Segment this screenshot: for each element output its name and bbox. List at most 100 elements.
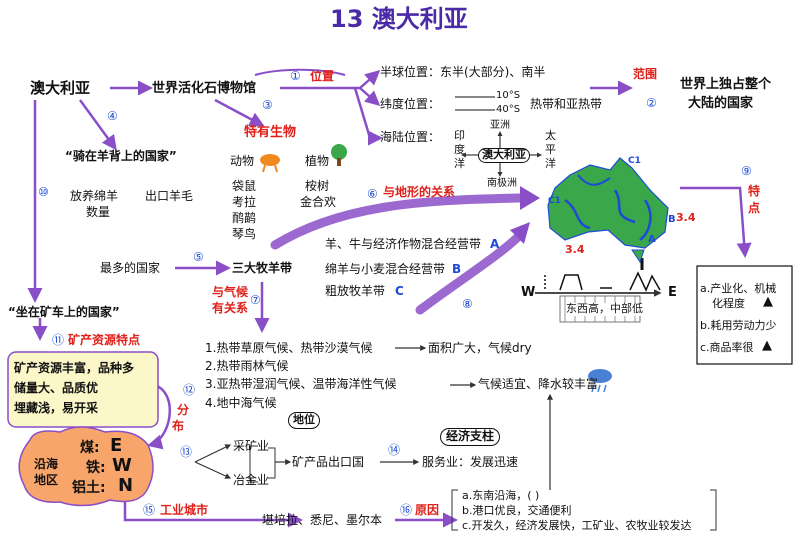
mineral-bauxite: 铝土: (72, 480, 106, 496)
mineral-coal-tag: E (110, 435, 123, 456)
map-center: 澳大利亚 (478, 148, 530, 163)
map-label-34-right: 3.4 (676, 211, 696, 224)
node-special-species: 特有生物 (244, 125, 297, 140)
label-distribution-2: 布 (172, 419, 185, 433)
mineral-iron: 铁: (86, 460, 106, 476)
reason-c: c.开发久，经济发展快，工矿业、农牧业较发达 (462, 519, 692, 532)
label-climate-relation-1: 与气候 (212, 285, 249, 299)
climate-3-result: 气候适宜、降水较丰富 (478, 377, 599, 391)
circled-9: ⑨ (741, 164, 752, 178)
tree-icon (331, 144, 347, 166)
map-label-c1: C1 (628, 156, 641, 166)
species-eucalyptus: 桉树 (305, 179, 330, 193)
climate-1-result: 面积广大，气候dry (428, 341, 532, 355)
node-quantity: 数量 (86, 205, 111, 219)
species-kangaroo: 袋鼠 (232, 179, 257, 193)
circled-8: ⑧ (462, 297, 473, 311)
arrow-museum-latitude (359, 87, 381, 106)
node-mineral-export: 矿产品出口国 (292, 455, 365, 469)
circled-14: ⑭ (388, 443, 401, 457)
profile-caption: 东西高，中部低 (566, 302, 643, 316)
circled-3: ③ (262, 98, 273, 112)
feature-a-2: 化程度 (712, 297, 745, 310)
map-indian-2: 度 (454, 143, 465, 156)
circled-4: ④ (107, 109, 118, 123)
features-box (696, 265, 793, 365)
australia-map (547, 157, 669, 264)
node-three-belts: 三大牧羊带 (232, 261, 293, 275)
circled-1: ① (290, 69, 301, 83)
node-continent-2: 大陆的国家 (688, 96, 754, 111)
node-continent-1: 世界上独占整个 (680, 77, 772, 92)
label-features-1: 特 (748, 184, 761, 198)
map-label-34-left: 3.4 (565, 243, 585, 256)
map-label-a: A (648, 234, 656, 245)
map-indian-3: 洋 (454, 157, 465, 170)
node-export-wool: 出口羊毛 (145, 189, 194, 203)
circled-16: ⑯ (400, 503, 413, 517)
belt-b: 绵羊与小麦混合经营带 (325, 262, 446, 276)
label-reason: 原因 (415, 503, 440, 517)
map-pacific-1: 太 (545, 129, 556, 142)
arrow-features-distribution (147, 383, 172, 450)
label-status: 地位 (288, 412, 320, 429)
node-plants: 植物 (305, 154, 330, 168)
map-label-c1b: C1 (548, 196, 561, 206)
species-lyrebird: 琴鸟 (232, 227, 257, 241)
label-economic-pillar: 经济支柱 (440, 428, 501, 446)
coast-1: 沿海 (34, 457, 59, 471)
climate-2: 2.热带雨林气候 (205, 359, 289, 373)
node-cities: 堪培拉、悉尼、墨尔本 (262, 513, 383, 527)
node-sea-land: 海陆位置： (380, 130, 441, 144)
node-most-country: 最多的国家 (100, 261, 161, 275)
circled-11: ⑪ (52, 333, 65, 347)
arrow-belts-map (415, 230, 525, 315)
reason-a: a.东南沿海，( ) (462, 489, 540, 502)
label-terrain-relation: 与地形的关系 (383, 185, 456, 199)
lat-10: 10°S (496, 90, 521, 101)
label-position: 位置 (310, 69, 335, 83)
feature-a-1: a.产业化、机械 (700, 282, 777, 295)
up-arrow-icon-2: ▲ (762, 338, 772, 353)
circled-5: ⑤ (193, 250, 204, 264)
belt-c: 粗放牧羊带 (325, 284, 386, 298)
arrow-museum-position-left (254, 68, 346, 76)
node-breeding: 放养绵羊 (70, 189, 119, 203)
label-mineral-features: 矿产资源特点 (68, 333, 141, 347)
node-services: 服务业：发展迅速 (422, 455, 519, 469)
coast-2: 地区 (34, 473, 59, 487)
belt-a-tag: A (490, 237, 500, 251)
map-asia: 亚洲 (490, 120, 510, 131)
node-sheep-nickname: “骑在羊背上的国家” (65, 149, 177, 163)
species-acacia: 金合欢 (300, 195, 337, 209)
circled-2: ② (646, 96, 657, 110)
node-australia: 澳大利亚 (30, 79, 91, 97)
circled-7: ⑦ (250, 293, 261, 307)
arrow-coast-mining (194, 444, 232, 463)
node-mining-nickname: “坐在矿车上的国家” (8, 305, 120, 319)
belt-c-tag: C (395, 284, 404, 298)
node-fossil-museum: 世界活化石博物馆 (152, 81, 257, 96)
node-latitude: 纬度位置： (380, 97, 441, 111)
node-smelting: 冶金业 (233, 473, 270, 487)
node-mining: 采矿业 (233, 439, 270, 453)
profile-east: E (668, 285, 677, 300)
circled-13: ⑬ (180, 445, 193, 459)
climate-4: 4.地中海气候 (205, 396, 277, 410)
up-arrow-icon: ▲ (763, 294, 773, 309)
reason-b: b.港口优良，交通便利 (462, 504, 572, 517)
profile-west: W (521, 285, 536, 300)
climate-1: 1.热带草原气候、热带沙漠气候 (205, 341, 373, 355)
feature-b: b.耗用劳动力少 (700, 319, 777, 332)
arrow-museum-sealand (353, 87, 383, 146)
species-emu: 鸸鹋 (232, 211, 257, 225)
belt-a: 羊、牛与经济作物混合经营带 (325, 237, 482, 251)
map-indian-1: 印 (454, 129, 465, 142)
page-title: 13 澳大利亚 (330, 5, 468, 33)
circled-12: ⑫ (183, 383, 196, 397)
arrow-profile-features (680, 186, 752, 258)
rain-cloud-icon (588, 369, 612, 393)
node-animals: 动物 (230, 154, 255, 168)
label-features-2: 点 (748, 201, 761, 215)
